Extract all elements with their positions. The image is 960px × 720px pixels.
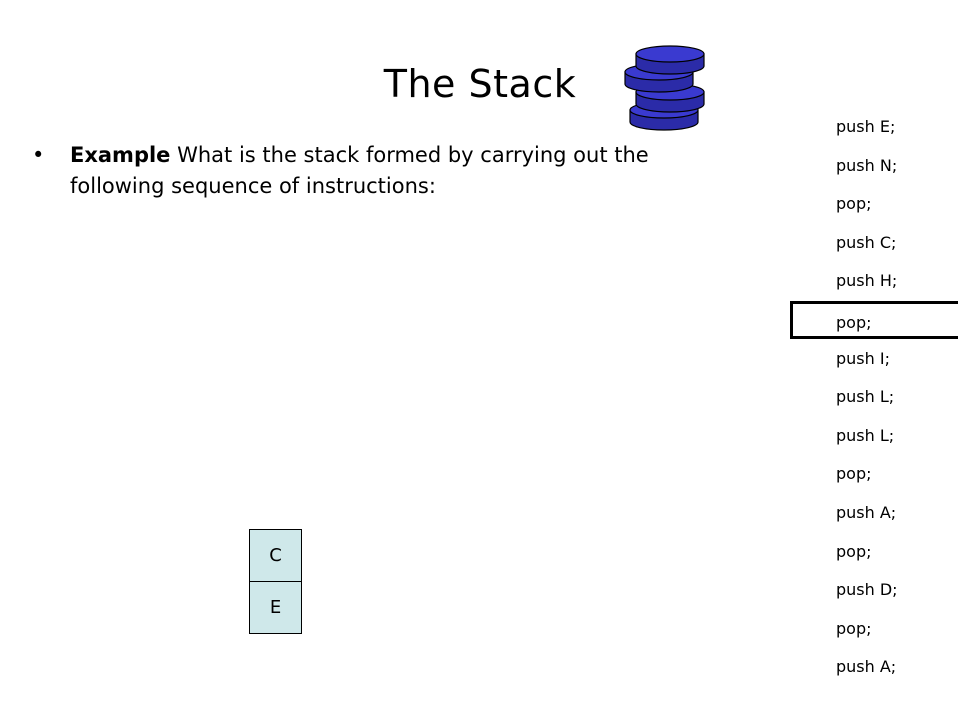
instruction-item: push E; (790, 108, 958, 146)
instruction-item: push D; (790, 571, 958, 609)
instruction-item: pop; (790, 455, 958, 493)
instruction-item: push L; (790, 378, 958, 416)
instruction-label: push L; (836, 425, 895, 445)
instruction-item: push C; (790, 224, 958, 262)
instruction-item: push A; (790, 648, 958, 686)
instruction-item: push A; (790, 494, 958, 532)
bullet-example: • Example What is the stack formed by ca… (32, 140, 732, 202)
instruction-label: push C; (836, 232, 897, 252)
instruction-label: push E; (836, 117, 896, 136)
instruction-item-current: pop; (790, 301, 958, 339)
instruction-item: push I; (790, 340, 958, 378)
instruction-label: push I; (836, 348, 890, 368)
stack-cell: E (249, 581, 302, 634)
instruction-item: push N; (790, 147, 958, 185)
instruction-label: pop; (836, 541, 872, 561)
instruction-item: pop; (790, 185, 958, 223)
instruction-label: push H; (836, 271, 898, 291)
slide-title: The Stack (383, 62, 577, 106)
bullet-lead: Example (70, 143, 171, 167)
bullet-body: What is the stack formed by carrying out… (70, 143, 649, 198)
instruction-label: pop; (836, 618, 872, 638)
instruction-item: push H; (790, 262, 958, 300)
bullet-dot: • (32, 143, 45, 167)
stack-cell: C (249, 529, 302, 582)
instruction-label: push A; (836, 503, 897, 522)
instruction-item: push L; (790, 417, 958, 455)
instruction-item: pop; (790, 533, 958, 571)
instruction-label: push A; (836, 657, 897, 677)
instruction-label: pop; (836, 313, 872, 332)
database-stack-icon (624, 45, 705, 131)
instruction-label: push L; (836, 387, 895, 407)
instruction-label: push D; (836, 580, 898, 600)
bullet-text: Example What is the stack formed by carr… (70, 140, 732, 202)
instruction-label: pop; (836, 194, 872, 214)
instruction-label: push N; (836, 155, 898, 175)
instruction-label: pop; (836, 464, 872, 484)
instruction-item: pop; (790, 610, 958, 648)
